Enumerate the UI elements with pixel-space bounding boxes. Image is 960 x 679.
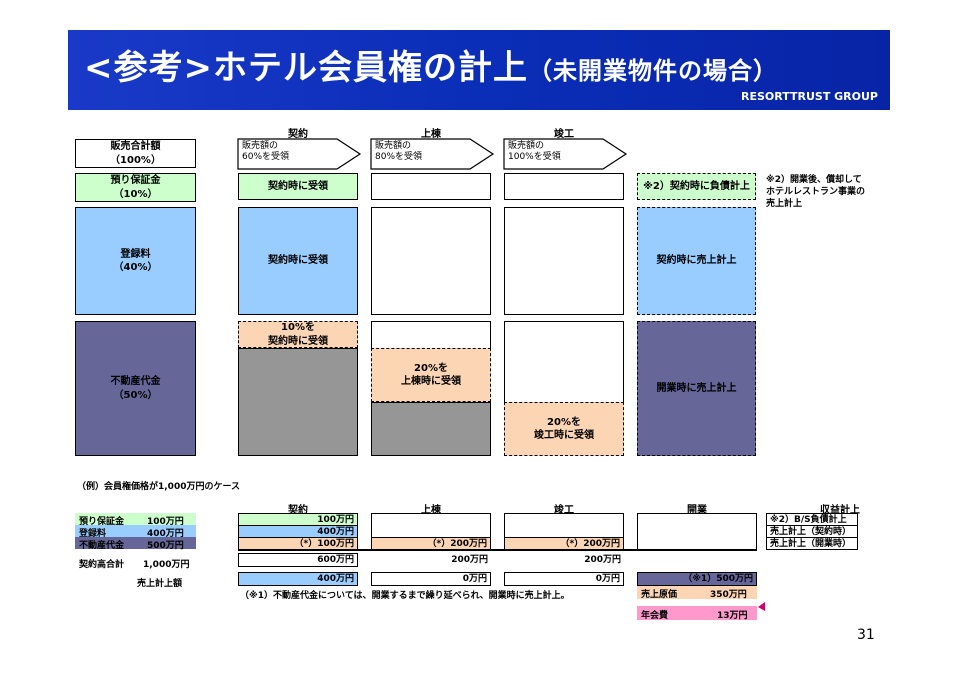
ex-shunko-total: 200万円: [504, 554, 624, 568]
ex-head-jotou: 上棟: [421, 505, 441, 516]
ex-jotou-sales: 0万円: [371, 572, 491, 586]
deposit-contract: 契約時に受領: [238, 173, 358, 200]
ex-row-deposit-bg: [75, 513, 196, 525]
re-jotou: 20%を 上棟時に受領: [371, 348, 491, 402]
ex-jotou-total: 200万円: [371, 554, 491, 568]
ex-row-registration-bg: [75, 525, 196, 537]
ex-fee-bg: [637, 606, 757, 620]
registration-jotou: [371, 207, 491, 315]
phase-shunko: 竣工: [554, 129, 574, 140]
label-total: 販売合計額 （100%）: [75, 139, 196, 168]
arrow-jotou-text: 販売額の 80%を受領: [375, 141, 423, 163]
deposit-open: ※2）契約時に負債計上: [637, 173, 756, 200]
ex-open-sales: （※1）500万円: [637, 572, 757, 586]
re-open: 開業時に売上計上: [637, 321, 756, 456]
re-contract: 10%を 契約時に受領: [238, 321, 358, 348]
ex-cost-label: 売上原価: [641, 590, 678, 600]
title-banner: [68, 30, 890, 110]
total-line: [238, 549, 757, 551]
ex-fee-value: 13万円: [717, 611, 748, 621]
footnote-1: （※1）不動産代金については、開業するまで繰り延べられ、開業時に売上計上。: [240, 591, 570, 601]
phase-jotou: 上棟: [421, 129, 441, 140]
note-2: ※2）開業後、償却して ホテルレストラン事業の 売上計上: [766, 175, 866, 210]
arrow-shape-contract: [237, 138, 362, 170]
ex-label-registration: 登録料: [79, 529, 107, 539]
re-jotou-received: [371, 402, 491, 456]
group-name: RESORTTRUST GROUP: [741, 90, 878, 103]
ex-amount-realestate: 500万円: [147, 541, 184, 551]
ex-cost-value: 350万円: [710, 590, 747, 600]
label-deposit: 預り保証金 （10%）: [75, 173, 196, 202]
ex-amount-registration: 400万円: [147, 529, 184, 539]
re-shunko: 20%を 竣工時に受領: [504, 402, 624, 456]
deposit-jotou: [371, 173, 491, 200]
ex-shunko-blank: [504, 513, 624, 538]
registration-contract: 契約時に受領: [238, 207, 358, 315]
fee-pointer-icon: [758, 602, 765, 611]
arrow-shape-jotou: [370, 138, 495, 170]
page-title: <参考>ホテル会員権の計上（未開業物件の場合）: [84, 48, 778, 88]
ex-head-contract: 契約: [288, 505, 308, 516]
ex-jotou-blank: [371, 513, 491, 538]
ex-cost-bg: [637, 586, 757, 599]
ex-label-deposit: 預り保証金: [79, 517, 125, 527]
ex-label-realestate: 不動産代金: [79, 541, 125, 551]
ex-amount-deposit: 100万円: [147, 517, 184, 527]
registration-shunko: [504, 207, 624, 315]
registration-open: 契約時に売上計上: [637, 207, 756, 315]
ex-head-shunko: 竣工: [554, 505, 574, 516]
ex-contract-total: 600万円: [238, 553, 358, 567]
ex-shunko-sales: 0万円: [504, 572, 624, 586]
example-caption: （例）会員権価格が1,000万円のケース: [77, 482, 241, 492]
ex-recog-realestate: 売上計上（開業時）: [766, 537, 858, 550]
ex-row-realestate-bg: [75, 537, 196, 549]
deposit-shunko: [504, 173, 624, 200]
ex-total-label: 契約高合計: [79, 560, 125, 570]
arrow-contract-text: 販売額の 60%を受領: [242, 141, 290, 163]
ex-contract-sales: 400万円: [238, 572, 358, 586]
ex-total-amount: 1,000万円: [143, 560, 190, 570]
ex-open-blank: [637, 513, 757, 550]
ex-head-recog: 収益計上: [820, 505, 860, 516]
arrow-shunko-text: 販売額の 100%を受領: [508, 141, 561, 163]
arrow-shape-shunko: [503, 138, 628, 170]
ex-sales-label: 売上計上額: [137, 579, 183, 589]
phase-contract: 契約: [288, 129, 308, 140]
label-realestate: 不動産代金 （50%）: [75, 321, 196, 456]
ex-fee-label: 年会費: [641, 611, 669, 621]
label-registration: 登録料 （40%）: [75, 207, 196, 315]
re-contract-received: [238, 348, 358, 456]
ex-head-open: 開業: [687, 505, 707, 516]
page-number: 31: [857, 627, 875, 643]
